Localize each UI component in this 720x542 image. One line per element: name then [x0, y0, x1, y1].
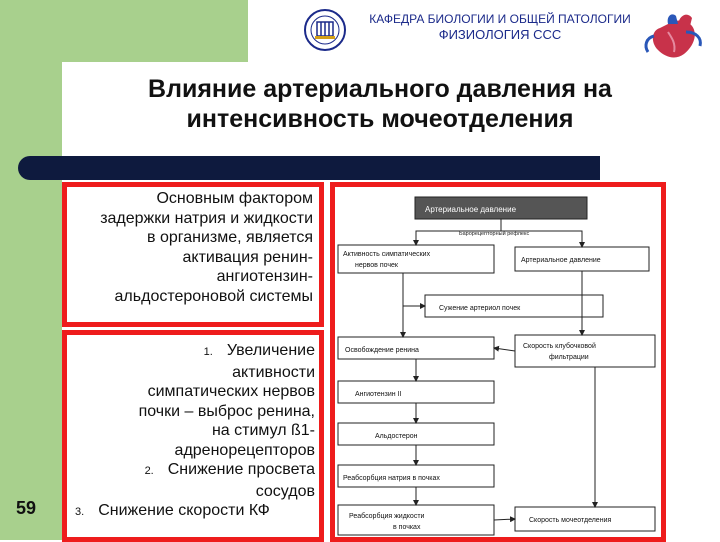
- sympathetic-label-2: нервов почек: [355, 262, 399, 269]
- list-text: Снижение скорости КФ: [98, 502, 270, 519]
- sympathetic-label: Активность симпатических: [343, 251, 431, 258]
- list-item: 1. Увеличение: [75, 341, 315, 363]
- gfr-label-2: фильтрации: [549, 354, 589, 361]
- list-number: 1.: [203, 346, 213, 358]
- renin-label: Освобождение ренина: [345, 346, 419, 354]
- title-line-1: Влияние артериального давления на: [148, 75, 612, 103]
- title-underline-bar-end: [520, 156, 600, 180]
- node-top-label: Артериальное давление: [425, 205, 517, 214]
- key-factor-text: Основным фактором задержки натрия и жидк…: [67, 189, 313, 306]
- key-factor-line: альдостероновой системы: [114, 287, 313, 305]
- angiotensin-label: Ангиотензин II: [355, 391, 401, 398]
- gfr-label: Скорость клубочковой: [523, 342, 596, 350]
- fluid-label-2: в почках: [393, 524, 421, 531]
- node-gfr: [514, 334, 656, 368]
- list-item: 3. Снижение скорости КФ: [75, 501, 315, 523]
- mechanisms-list: 1. Увеличение активности симпатических не…: [75, 341, 315, 523]
- page-number: 59: [16, 498, 37, 518]
- page-title: Влияние артериального давления на интенс…: [60, 74, 700, 134]
- list-text: симпатических нервов: [147, 383, 315, 400]
- list-text: на стимул ß1-: [211, 422, 315, 439]
- list-text: активности: [232, 363, 315, 381]
- title-line-2: интенсивность мочеотделения: [186, 105, 574, 133]
- list-text: адренорецепторов: [174, 441, 315, 459]
- fluid-label: Реабсорбция жидкости: [349, 512, 425, 520]
- reflex-label: Барорецепторный рефлекс: [459, 230, 529, 237]
- key-factor-line: задержки натрия и жидкости: [100, 209, 313, 227]
- key-factor-line: активация ренин-: [182, 248, 313, 266]
- list-number: 2.: [144, 465, 154, 477]
- list-text: сосудов: [255, 482, 315, 500]
- flowchart: Артериальное давление Барорецепторный ре…: [337, 196, 656, 536]
- subject-name: ФИЗИОЛОГИЯ ССС: [438, 27, 562, 42]
- header: КАФЕДРА БИОЛОГИИ И ОБЩЕЙ ПАТОЛОГИИ ФИЗИО…: [355, 12, 645, 42]
- list-item: 2. Снижение просвета: [75, 460, 315, 482]
- green-top-band: [0, 0, 248, 62]
- list-text: Снижение просвета: [167, 461, 315, 478]
- list-text: Увеличение: [226, 342, 315, 359]
- key-factor-line: в организме, является: [147, 229, 313, 246]
- title-underline-bar: [18, 156, 600, 180]
- flowchart-box: Артериальное давление Барорецепторный ре…: [330, 182, 666, 542]
- pressure-label: Артериальное давление: [521, 257, 601, 264]
- list-text: почки – выброс ренина,: [138, 402, 315, 420]
- key-factor-line: Основным фактором: [156, 190, 313, 207]
- narrowing-label: Сужение артериол почек: [439, 305, 521, 312]
- heart-illustration: [644, 14, 702, 58]
- department-name: КАФЕДРА БИОЛОГИИ И ОБЩЕЙ ПАТОЛОГИИ: [369, 12, 631, 26]
- key-factor-line: ангиотензин-: [216, 268, 313, 285]
- urine-label: Скорость мочеотделения: [529, 517, 611, 524]
- green-side-band: [0, 0, 62, 540]
- university-logo: [304, 9, 346, 51]
- sodium-label: Реабсорбция натрия в почках: [343, 474, 440, 482]
- list-number: 3.: [75, 506, 85, 518]
- mechanisms-box: 1. Увеличение активности симпатических не…: [62, 330, 324, 542]
- aldosterone-label: Альдостерон: [375, 433, 418, 440]
- key-factor-box: Основным фактором задержки натрия и жидк…: [62, 182, 324, 327]
